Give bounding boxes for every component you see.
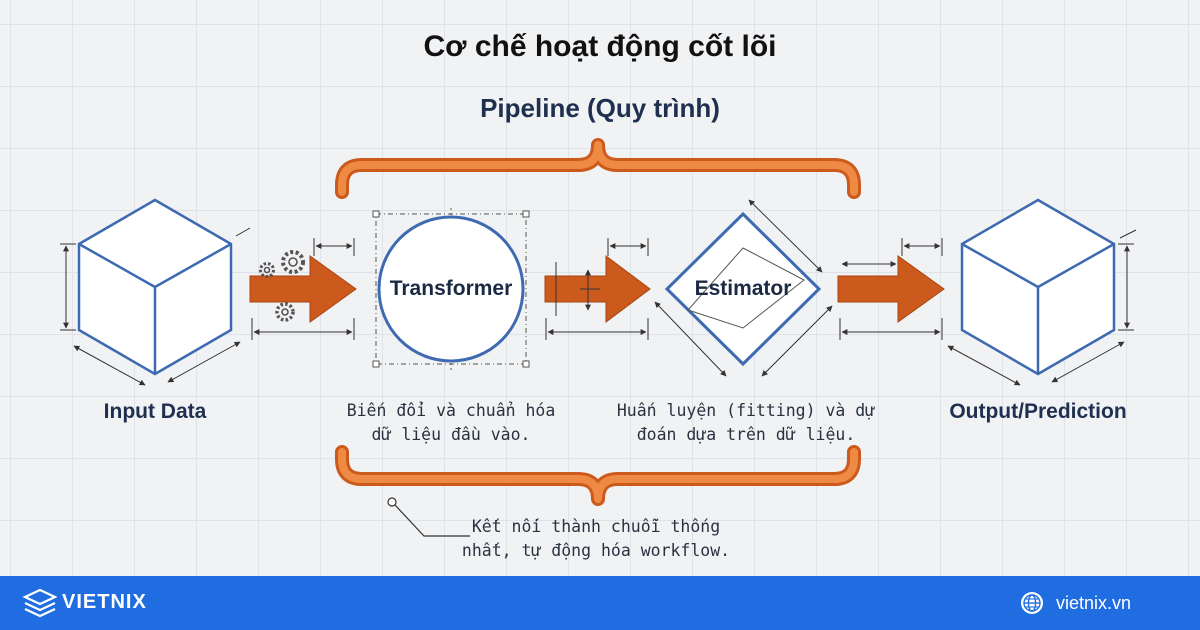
input-data-label: Input Data [103,400,207,423]
arrow2-dimension-lines [545,238,649,340]
input-dimension-lines [60,227,251,386]
pipeline-note-line-1: Kết nối thành chuỗi thống [471,517,721,536]
pipeline-note: Kết nối thành chuỗi thống nhất, tự động … [456,515,736,563]
footer-bar: VIETNIX vietnix.vn [0,576,1200,630]
website-link[interactable]: vietnix.vn [1056,593,1132,613]
gears-icon [259,250,305,322]
transformer-circle [377,215,525,363]
estimator-label: Estimator [694,277,792,300]
transformer-description: Biến đổi và chuẩn hóa dữ liệu đầu vào. [331,399,571,447]
pipeline-diagram [60,138,1137,537]
vietnix-logo [22,588,58,618]
transformer-description-line-1: Biến đổi và chuẩn hóa [346,401,556,420]
arrow3-dimension-lines [839,238,943,340]
flow-arrow-estimator-output [837,255,945,323]
pipeline-note-leader [387,497,470,537]
flow-arrow-input-transformer [249,255,357,323]
transformer-description-line-2: dữ liệu đầu vào. [371,425,531,444]
arrow1-dimension-lines [251,238,355,340]
pipeline-note-line-2: nhất, tự động hóa workflow. [461,541,731,560]
estimator-description: Huấn luyện (fitting) và dự đoán dựa trên… [611,399,881,447]
estimator-dimension-lines [654,199,833,377]
globe-icon [1021,592,1043,614]
page-title: Cơ chế hoạt động cốt lõi [423,30,777,63]
estimator-description-line-1: Huấn luyện (fitting) và dự [616,401,876,420]
output-cube [960,198,1116,376]
estimator-description-line-2: đoán dựa trên dữ liệu. [636,425,856,444]
transformer-label: Transformer [389,277,513,300]
output-dimension-lines [947,229,1137,386]
output-prediction-label: Output/Prediction [949,400,1127,423]
input-data-cube [77,198,233,376]
brand-name: VIETNIX [62,591,147,613]
pipeline-title: Pipeline (Quy trình) [480,93,720,123]
